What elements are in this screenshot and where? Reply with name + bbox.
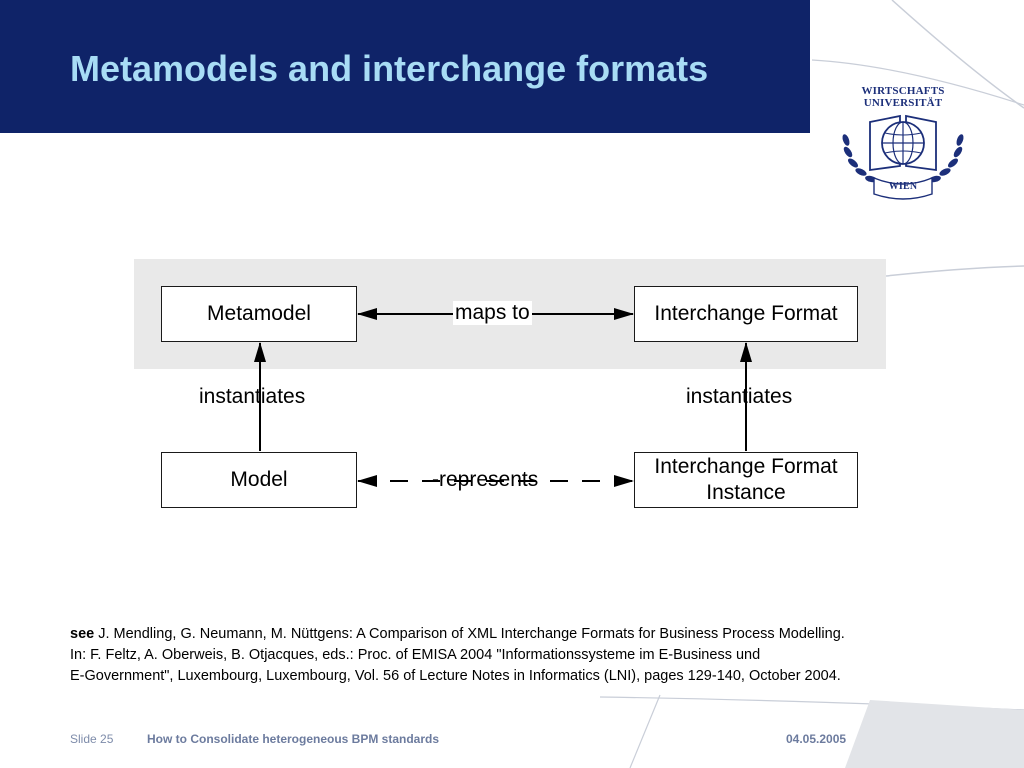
maps-to-label: maps to	[453, 301, 532, 325]
presentation-date: 04.05.2005	[786, 732, 847, 746]
metamodel-node: Metamodel	[161, 286, 357, 342]
logo-text-line-2: UNIVERSITÄT	[863, 97, 943, 109]
slide-title: Metamodels and interchange formats	[70, 48, 709, 89]
reference-line-3: E-Government", Luxembourg, Luxembourg, V…	[70, 668, 841, 684]
globe-emblem-icon	[842, 114, 964, 200]
reference-line-2: In: F. Feltz, A. Oberweis, B. Otjacques,…	[70, 647, 761, 663]
header-bar	[0, 0, 810, 133]
logo-text-line-3: WIEN	[888, 181, 918, 192]
logo-text-line-1: WIRTSCHAFTS	[861, 85, 945, 97]
reference-citation: see J. Mendling, G. Neumann, M. Nüttgens…	[70, 624, 1000, 687]
instantiates-right-label: instantiates	[686, 385, 793, 408]
presentation-title: How to Consolidate heterogeneous BPM sta…	[147, 732, 440, 746]
reference-line-1: see J. Mendling, G. Neumann, M. Nüttgens…	[70, 624, 1000, 645]
model-node: Model	[161, 452, 357, 508]
see-label: see	[70, 626, 95, 642]
instantiates-left-label: instantiates	[199, 385, 306, 408]
university-logo: WIRTSCHAFTS UNIVERSITÄT WIEN	[836, 82, 970, 206]
slide-number: Slide 25	[70, 732, 114, 746]
interchange-format-node: Interchange Format	[634, 286, 858, 342]
reference-line-1-text: J. Mendling, G. Neumann, M. Nüttgens: A …	[94, 626, 845, 642]
interchange-format-instance-node: Interchange Format Instance	[634, 452, 858, 508]
represents-label: -represents	[432, 468, 539, 491]
